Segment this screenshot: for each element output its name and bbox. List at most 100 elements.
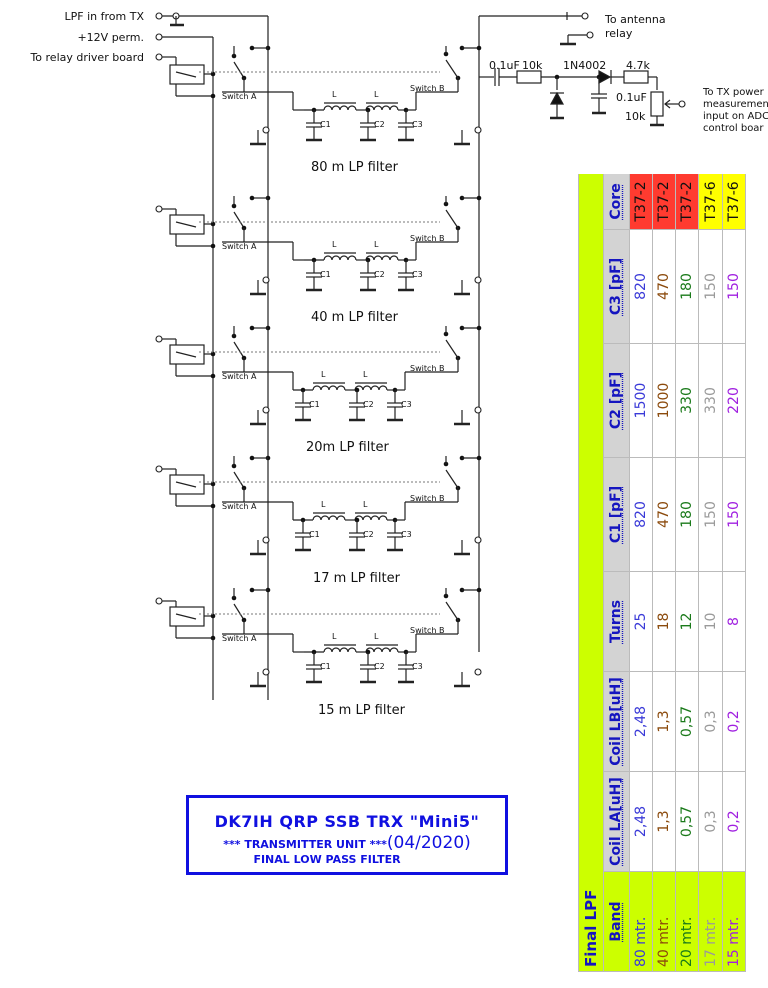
table-header-cell: C3 [pF] [603,229,630,344]
c1-label: C1 [309,530,320,539]
coil-la [323,647,357,653]
relay-coil-diag [175,613,197,620]
switch-b-blade [445,339,459,359]
switch-a-label: Switch A [222,242,257,251]
switch-a-label: Switch A [222,92,257,101]
switch-b-label: Switch B [410,84,445,93]
table-cell: 25 [629,571,653,672]
c2-label: C2 [374,270,385,279]
switch-b-blade [445,59,459,79]
switch-a-label: Switch A [222,502,257,511]
filter-label: 40 m LP filter [311,310,398,325]
junction-dot [476,45,482,51]
coil-lb [365,647,399,653]
junction-dot [210,71,216,77]
table-cell: 470 [652,229,676,344]
coil-la-label: L [332,90,337,99]
title-line-3: FINAL LOW PASS FILTER [253,853,401,866]
terminal [262,668,270,676]
c1-label: C1 [320,662,331,671]
detector-res2-label: 4.7k [626,59,650,72]
adc-terminal [678,100,686,108]
c3-label: C3 [401,530,412,539]
coil-lb-label: L [374,90,379,99]
coil-lb [365,105,399,111]
tx-power-label-4: control boar [703,123,764,134]
junction-dot [210,93,216,99]
tx-power-label-2: measuremen [703,99,768,110]
terminal [474,668,482,676]
coil-lb-label: L [374,632,379,641]
c2-label: C2 [374,120,385,129]
switch-a-label: Switch A [222,634,257,643]
coil-lb [354,385,388,391]
table-cell: 1,3 [652,671,676,772]
filter-label: 17 m LP filter [313,571,400,586]
antenna-terminal [581,12,589,20]
c3-label: C3 [412,270,423,279]
table-cell: 180 [675,229,699,344]
junction-dot [210,613,216,619]
switch-b-label: Switch B [410,364,445,373]
junction-dot [476,325,482,331]
title-box: DK7IH QRP SSB TRX "Mini5" *** TRANSMITTE… [186,795,508,875]
table-cell: 330 [675,343,699,458]
relay-coil-diag [175,351,197,358]
table-cell: T37-2 [652,174,676,230]
junction-dot [210,635,216,641]
table-cell: 150 [722,229,746,344]
det-wiper-arrow [664,99,671,109]
detector-diode-label: 1N4002 [563,59,607,72]
det-resistor-1 [516,70,542,84]
title-line-1: DK7IH QRP SSB TRX "Mini5" [214,812,480,831]
title-date: (04/2020) [386,833,471,853]
filter-label: 15 m LP filter [318,703,405,718]
table-cell: 20 mtr. [675,871,699,972]
table-header-cell: C1 [pF] [603,457,630,572]
table-cell: T37-6 [698,174,723,230]
table-cell: 0,57 [675,671,699,772]
c1-label: C1 [309,400,320,409]
coil-la [312,515,346,521]
table-cell: T37-6 [722,174,746,230]
lpf-in-terminal [155,12,163,20]
junction-dot [249,587,255,593]
switch-b-blade [445,601,459,621]
table-header-cell: Coil LA[uH] [603,771,630,872]
c2-label: C2 [374,662,385,671]
coil-la-label: L [332,240,337,249]
table-cell: 1500 [629,343,653,458]
input-lpf-label: LPF in from TX [64,10,144,23]
switch-a-blade [233,341,245,359]
terminal [474,126,482,134]
table-cell: 0,2 [722,771,746,872]
detector-cap-label: 0.1uF [489,59,520,72]
relay-ctrl-terminal [155,597,163,605]
c3-label: C3 [412,662,423,671]
filter-label: 20m LP filter [306,440,389,455]
switch-b-label: Switch B [410,626,445,635]
table-header-cell: C2 [pF] [603,343,630,458]
terminal [262,276,270,284]
detector-pot-label: 10k [625,110,646,123]
table-cell: 8 [722,571,746,672]
coil-lb-label: L [363,500,368,509]
table-cell: 1,3 [652,771,676,872]
plus12-terminal [155,33,163,41]
table-caption: Final LPF [578,174,604,972]
coil-lb [365,255,399,261]
junction-dot [210,503,216,509]
junction-dot [210,481,216,487]
junction-dot [476,195,482,201]
table-cell: 15 mtr. [722,871,746,972]
terminal [474,406,482,414]
coil-la-label: L [321,370,326,379]
switch-b-blade [445,209,459,229]
switch-a-label: Switch A [222,372,257,381]
coil-la-label: L [332,632,337,641]
table-header-cell: Coil LB[uH] [603,671,630,772]
